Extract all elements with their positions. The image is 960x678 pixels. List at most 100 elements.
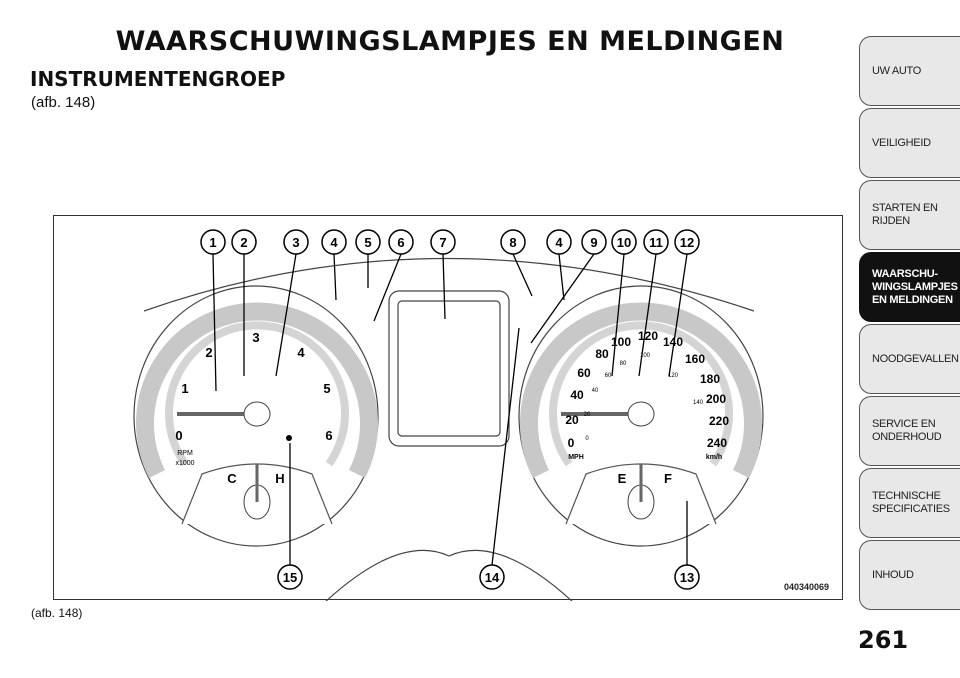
callout-number: 3	[292, 235, 299, 250]
callout-circle	[388, 229, 414, 255]
callout-leader	[638, 253, 657, 377]
gauge-scale-band	[136, 302, 378, 479]
tach-unit-multiplier: x1000	[175, 460, 194, 467]
chapter-tab[interactable]: SERVICE EN ONDERHOUD	[859, 396, 960, 466]
tach-tick-label: 2	[205, 345, 212, 360]
gauge-inner-band	[549, 321, 733, 467]
callout-circle	[674, 564, 700, 590]
chapter-tab[interactable]: STARTEN EN RIJDEN	[859, 180, 960, 250]
speedo-mph-tick-label: 140	[693, 400, 704, 406]
needle-hub	[243, 401, 271, 427]
callout-number: 12	[680, 235, 694, 250]
tach-tick-label: 4	[297, 345, 305, 360]
speedo-mph-tick-label: 100	[640, 353, 651, 359]
callout-number: 7	[439, 235, 446, 250]
speedo-kmh-tick-label: 200	[706, 392, 726, 406]
callout-number: 4	[330, 235, 338, 250]
fuel-full-label: F	[664, 471, 672, 486]
callout-leader	[491, 327, 520, 566]
callout-circle	[200, 229, 226, 255]
callout-number: 10	[617, 235, 631, 250]
speedo-unit-kmh: km/h	[706, 454, 722, 461]
tach-unit-rpm: RPM	[177, 450, 193, 457]
callout-circle	[479, 564, 505, 590]
gauge-inner-band	[165, 321, 349, 467]
callout-leader	[333, 253, 337, 301]
tach-tick-label: 3	[252, 330, 259, 345]
callout-circle	[321, 229, 347, 255]
callout-circle	[500, 229, 526, 255]
chapter-tab[interactable]: VEILIGHEID	[859, 108, 960, 178]
speedo-kmh-tick-label: 0	[568, 436, 575, 450]
warning-lamp-dot	[286, 435, 292, 441]
speedo-mph-tick-label: 80	[620, 361, 627, 367]
callout-number: 6	[397, 235, 404, 250]
speedo-mph-tick-label: 60	[605, 373, 612, 379]
chapter-tab[interactable]: WAARSCHU- WINGSLAMPJES EN MELDINGEN	[859, 252, 960, 322]
callout-number: 4	[555, 235, 563, 250]
speedo-kmh-tick-label: 20	[565, 413, 579, 427]
callout-leader	[442, 253, 446, 320]
speedo-kmh-tick-label: 160	[685, 352, 705, 366]
speedo-kmh-tick-label: 120	[638, 329, 658, 343]
figure-code: 040340069	[784, 582, 829, 592]
speedo-kmh-tick-label: 240	[707, 436, 727, 450]
chapter-tab[interactable]: NOODGEVALLEN	[859, 324, 960, 394]
speedo-mph-tick-label: 0	[585, 436, 589, 442]
tach-tick-label: 5	[323, 381, 330, 396]
chapter-tab[interactable]: UW AUTO	[859, 36, 960, 106]
callout-leader	[668, 253, 688, 377]
speedo-mph-tick-label: 120	[668, 373, 679, 379]
callout-circle	[430, 229, 456, 255]
tach-tick-label: 6	[325, 428, 332, 443]
speedo-kmh-tick-label: 40	[570, 388, 584, 402]
speedo-mph-tick-label: 20	[584, 412, 591, 418]
callout-number: 14	[485, 570, 500, 585]
tach-tick-label: 0	[175, 428, 182, 443]
speedo-kmh-tick-label: 80	[595, 347, 609, 361]
callout-number: 13	[680, 570, 694, 585]
speedo-unit-mph: MPH	[568, 454, 584, 461]
speedo-kmh-tick-label: 100	[611, 335, 631, 349]
callout-leader	[558, 253, 565, 301]
callout-number: 9	[590, 235, 597, 250]
temp-hot-label: H	[275, 471, 284, 486]
figure-caption: (afb. 148)	[31, 606, 83, 620]
page-title: WAARSCHUWINGSLAMPJES EN MELDINGEN	[115, 26, 785, 57]
callout-leader	[275, 253, 297, 377]
callout-circle	[674, 229, 700, 255]
fuel-empty-label: E	[618, 471, 627, 486]
chapter-tab[interactable]: TECHNISCHE SPECIFICATIES	[859, 468, 960, 538]
callout-leader	[530, 253, 595, 344]
section-title: INSTRUMENTENGROEP	[30, 67, 286, 91]
callout-circle	[546, 229, 572, 255]
callout-number: 5	[364, 235, 371, 250]
callout-circle	[611, 229, 637, 255]
callout-leader	[611, 253, 625, 377]
callout-number: 1	[209, 235, 216, 250]
callout-circle	[277, 564, 303, 590]
callout-circle	[581, 229, 607, 255]
callout-number: 2	[240, 235, 247, 250]
callout-leader	[373, 253, 402, 322]
callout-leader	[512, 253, 533, 297]
speedo-kmh-tick-label: 180	[700, 372, 720, 386]
figure-reference: (afb. 148)	[31, 94, 96, 111]
chapter-tab[interactable]: INHOUD	[859, 540, 960, 610]
speedo-kmh-tick-label: 220	[709, 414, 729, 428]
callout-number: 15	[283, 570, 297, 585]
callout-circle	[283, 229, 309, 255]
temp-cold-label: C	[227, 471, 237, 486]
callout-circle	[231, 229, 257, 255]
speedo-kmh-tick-label: 140	[663, 335, 683, 349]
callout-circle	[355, 229, 381, 255]
speedo-kmh-tick-label: 60	[577, 366, 591, 380]
gauge-scale-band	[520, 302, 762, 479]
needle-hub	[627, 401, 655, 427]
speedo-mph-tick-label: 40	[592, 388, 599, 394]
tach-tick-label: 1	[181, 381, 188, 396]
